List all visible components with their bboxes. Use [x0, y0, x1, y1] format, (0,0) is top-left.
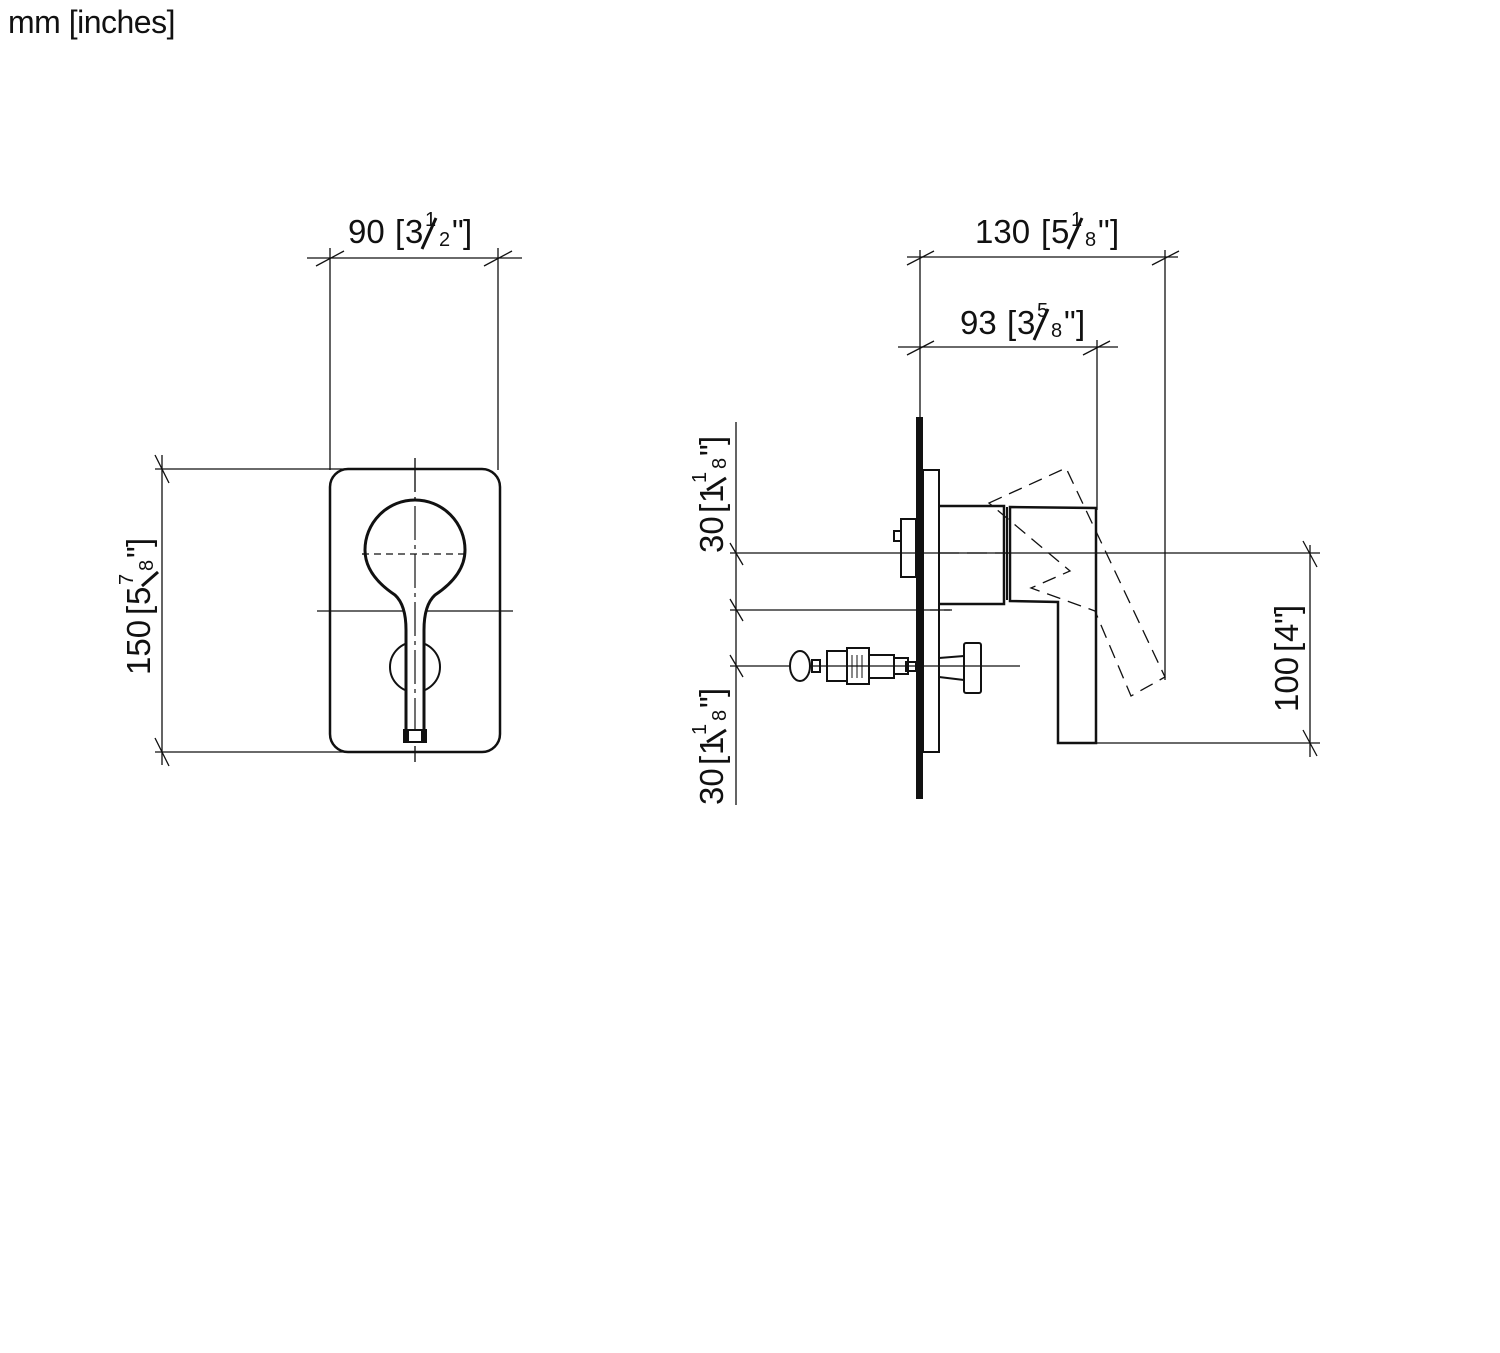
svg-text:3: 3 [1017, 304, 1035, 341]
svg-text:1: 1 [689, 472, 711, 483]
dim-width-90 [307, 248, 522, 470]
svg-text:1: 1 [1071, 209, 1082, 231]
svg-text:30: 30 [693, 768, 730, 805]
svg-text:8: 8 [136, 560, 158, 571]
svg-text:": " [1268, 612, 1305, 624]
svg-text:": " [1098, 213, 1110, 250]
svg-text:3: 3 [405, 213, 423, 250]
svg-text:": " [1064, 304, 1076, 341]
dim-lever-drop-100 [1097, 540, 1320, 757]
svg-text:5: 5 [1051, 213, 1069, 250]
svg-text:": " [693, 696, 730, 708]
svg-text:]: ] [1110, 213, 1119, 250]
dim-offset-upper-label: 30 [ 1 1 8 " ] [689, 436, 731, 553]
svg-text:]: ] [1268, 605, 1305, 614]
dim-width-inches: [ 3 1 2 " ] [395, 209, 472, 251]
units-label: mm [inches] [8, 4, 175, 40]
svg-text:[: [ [693, 756, 730, 765]
svg-text:[: [ [120, 606, 157, 615]
lever-hub [939, 504, 1006, 606]
svg-text:8: 8 [709, 458, 731, 469]
dim-height-label: 150 [ 5 7 8 " ] [116, 538, 158, 675]
svg-text:130: 130 [975, 213, 1030, 250]
svg-text:5: 5 [1037, 300, 1048, 322]
side-view: 130 [ 5 1 8 " ] 93 [ 3 5 8 " ] [689, 209, 1320, 805]
svg-text:": " [120, 546, 157, 558]
dim-offsets-30 [729, 422, 1320, 805]
diverter-knob-side [938, 642, 982, 694]
svg-text:[: [ [1041, 213, 1050, 250]
svg-text:]: ] [693, 688, 730, 697]
valve-cartridge [789, 647, 917, 685]
dim-lever-drop-label: 100 [ 4 " ] [1268, 605, 1305, 712]
svg-text:[: [ [1007, 304, 1016, 341]
svg-text:[: [ [693, 504, 730, 513]
dim-depth-93 [898, 340, 1118, 510]
svg-text:]: ] [693, 436, 730, 445]
svg-text:]: ] [120, 538, 157, 547]
lever-side [1008, 505, 1098, 745]
dim-depth-130-label: 130 [ 5 1 8 " ] [975, 209, 1119, 251]
front-view: 90 [ 3 1 2 " ] 150 [ 5 7 8 " ] [116, 209, 522, 767]
svg-text:[: [ [395, 213, 404, 250]
svg-text:4: 4 [1268, 624, 1305, 642]
svg-text:8: 8 [1051, 320, 1062, 342]
svg-text:93: 93 [960, 304, 997, 341]
svg-text:30: 30 [693, 516, 730, 553]
back-nut [900, 518, 917, 578]
svg-text:": " [693, 444, 730, 456]
dim-depth-93-label: 93 [ 3 5 8 " ] [960, 300, 1085, 342]
svg-text:]: ] [1076, 304, 1085, 341]
svg-text:7: 7 [116, 574, 138, 585]
svg-text:2: 2 [439, 229, 450, 251]
svg-text:5: 5 [120, 587, 157, 605]
dim-depth-130 [906, 250, 1180, 680]
svg-text:": " [452, 213, 464, 250]
svg-text:1: 1 [689, 724, 711, 735]
mounting-plate [916, 417, 923, 799]
svg-text:8: 8 [1085, 229, 1096, 251]
lever-rotated-outline [987, 467, 1166, 697]
svg-text:1: 1 [693, 737, 730, 755]
svg-text:1: 1 [425, 209, 436, 231]
svg-text:]: ] [463, 213, 472, 250]
dim-offset-lower-label: 30 [ 1 1 8 " ] [689, 688, 731, 805]
dim-width-mm: 90 [348, 213, 385, 250]
svg-text:1: 1 [693, 485, 730, 503]
svg-text:[: [ [1268, 643, 1305, 652]
svg-text:100: 100 [1268, 657, 1305, 712]
svg-text:8: 8 [709, 710, 731, 721]
cover-plate-side [922, 469, 940, 753]
svg-text:150: 150 [120, 620, 157, 675]
